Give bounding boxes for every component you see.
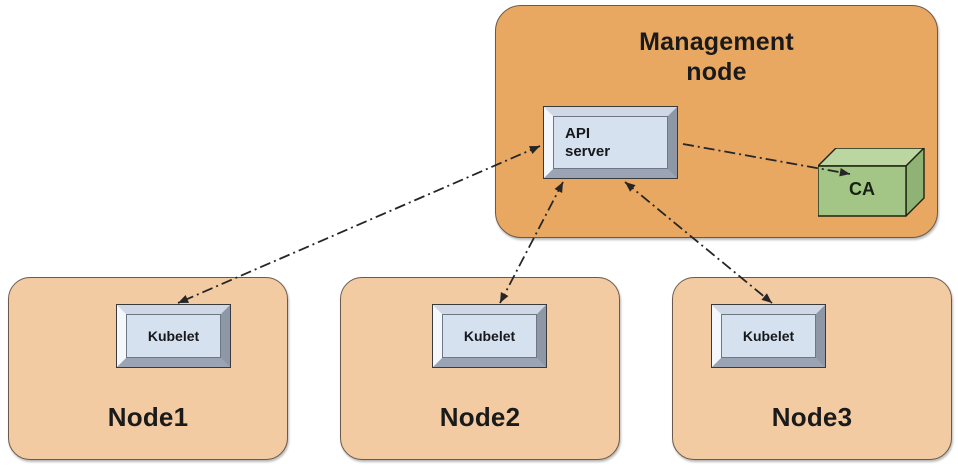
node1-title: Node1 — [107, 402, 189, 433]
node2-title: Node2 — [439, 402, 521, 433]
kubelet-node2-label: Kubelet — [463, 327, 516, 344]
api-server-box[interactable]: API server — [543, 106, 678, 179]
api-server-face: API server — [553, 116, 668, 169]
ca-label: CA — [849, 179, 875, 199]
node3-title: Node3 — [771, 402, 853, 433]
kubelet-node2-box[interactable]: Kubelet — [432, 304, 547, 368]
kubelet-node1-label: Kubelet — [147, 327, 200, 344]
certificate-authority-box[interactable]: CA — [817, 147, 926, 223]
kubelet-node3-label: Kubelet — [742, 327, 795, 344]
kubelet-node2-face: Kubelet — [442, 314, 537, 358]
api-server-label: API server — [565, 124, 611, 160]
kubelet-node3-face: Kubelet — [721, 314, 816, 358]
kubelet-node1-box[interactable]: Kubelet — [116, 304, 231, 368]
management-node-title: Management node — [639, 28, 794, 86]
kubelet-node3-box[interactable]: Kubelet — [711, 304, 826, 368]
kubelet-node1-face: Kubelet — [126, 314, 221, 358]
